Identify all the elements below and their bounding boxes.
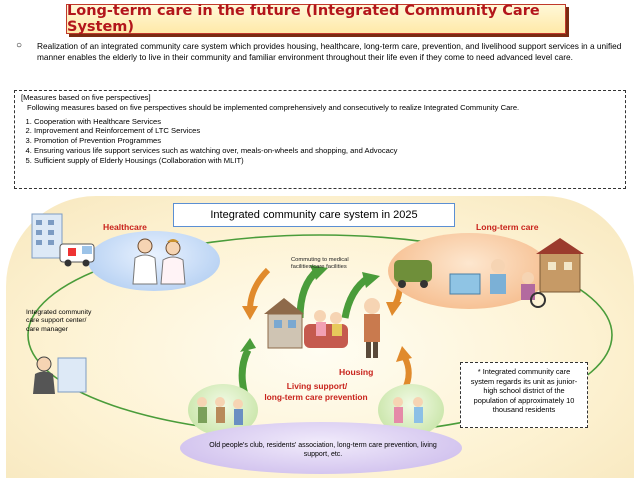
measure-item: Ensuring various life support services s… <box>34 146 619 156</box>
commute-arrowhead-right <box>362 272 380 288</box>
care-facilities-icon <box>394 238 584 308</box>
housing-label: Housing <box>339 367 374 377</box>
system-header: Integrated community care system in 2025 <box>173 203 455 227</box>
support-arrowhead-right <box>396 346 412 362</box>
page-title-text: Long-term care in the future (Integrated… <box>67 3 540 35</box>
healthcare-label: Healthcare <box>103 222 147 232</box>
exercise-icon <box>393 397 423 423</box>
long-term-care-label: Long-term care <box>476 222 539 232</box>
old-club-blob <box>180 422 462 474</box>
commute-arrowhead-left <box>310 265 328 280</box>
elderly-walking-icon <box>197 397 243 425</box>
measure-item: Sufficient supply of Elderly Housings (C… <box>34 156 619 166</box>
note-box: * Integrated community care system regar… <box>460 362 588 428</box>
note-text: * Integrated community care system regar… <box>470 367 578 415</box>
housing-icon <box>264 298 380 358</box>
commuting-text: Commuting to medical facilities/care fac… <box>291 257 349 271</box>
measure-item: Improvement and Reinforcement of LTC Ser… <box>34 126 619 136</box>
measure-item: Cooperation with Healthcare Services <box>34 117 619 127</box>
service-arrowhead-right <box>386 302 402 316</box>
long-term-prevention-label: long-term care prevention <box>226 392 406 403</box>
service-arrowhead-left <box>242 306 258 320</box>
hospital-icon <box>31 213 95 267</box>
intro-paragraph: ○ Realization of an integrated community… <box>16 41 628 64</box>
old-club-text: Old people's club, residents' associatio… <box>209 442 437 458</box>
support-center-text: Integrated community care support center… <box>26 309 92 333</box>
measures-description: Following measures based on five perspec… <box>27 102 520 112</box>
doctors-icon <box>132 238 186 285</box>
living-support-label: Living support/ <box>262 381 372 392</box>
measures-list: Cooperation with Healthcare Services Imp… <box>21 117 619 166</box>
intro-bullet: ○ <box>16 40 23 51</box>
care-manager-icon <box>33 356 87 394</box>
living-support-line1: Living support/ <box>286 381 348 391</box>
measure-item: Promotion of Prevention Programmes <box>34 136 619 146</box>
measures-box: [Measures based on five perspectives] Fo… <box>14 90 626 189</box>
measures-heading: [Measures based on five perspectives] <box>21 93 151 102</box>
intro-text: Realization of an integrated community c… <box>37 41 622 63</box>
living-support-line2: long-term care prevention <box>264 392 368 402</box>
support-arrowhead-left <box>240 338 256 352</box>
page-title: Long-term care in the future (Integrated… <box>66 3 566 35</box>
system-header-text: Integrated community care system in 2025 <box>210 209 418 221</box>
